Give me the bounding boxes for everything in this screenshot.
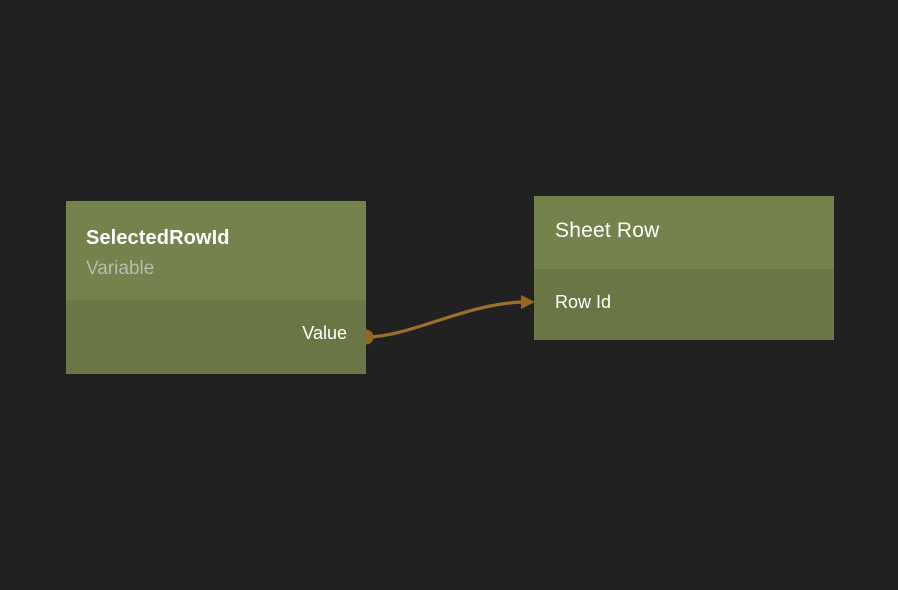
connection-arrowhead-icon [521,295,535,309]
node-selected-row-id[interactable]: SelectedRowId Variable Value [66,201,366,374]
node-subtitle: Variable [86,258,155,279]
input-port-row-id-label[interactable]: Row Id [555,292,612,312]
node-body-selected-row-id[interactable]: Value [66,300,366,374]
node-header-sheet-row[interactable]: Sheet Row [534,196,834,269]
node-sheet-row[interactable]: Sheet Row Row Id [534,196,834,340]
node-body-sheet-row[interactable]: Row Id [534,269,834,340]
node-title: Sheet Row [555,219,660,242]
node-header-selected-row-id[interactable]: SelectedRowId Variable [66,201,366,300]
connection-wire-value-to-row-id[interactable] [364,300,523,339]
node-title: SelectedRowId [86,227,230,249]
output-port-value-label[interactable]: Value [302,323,347,343]
